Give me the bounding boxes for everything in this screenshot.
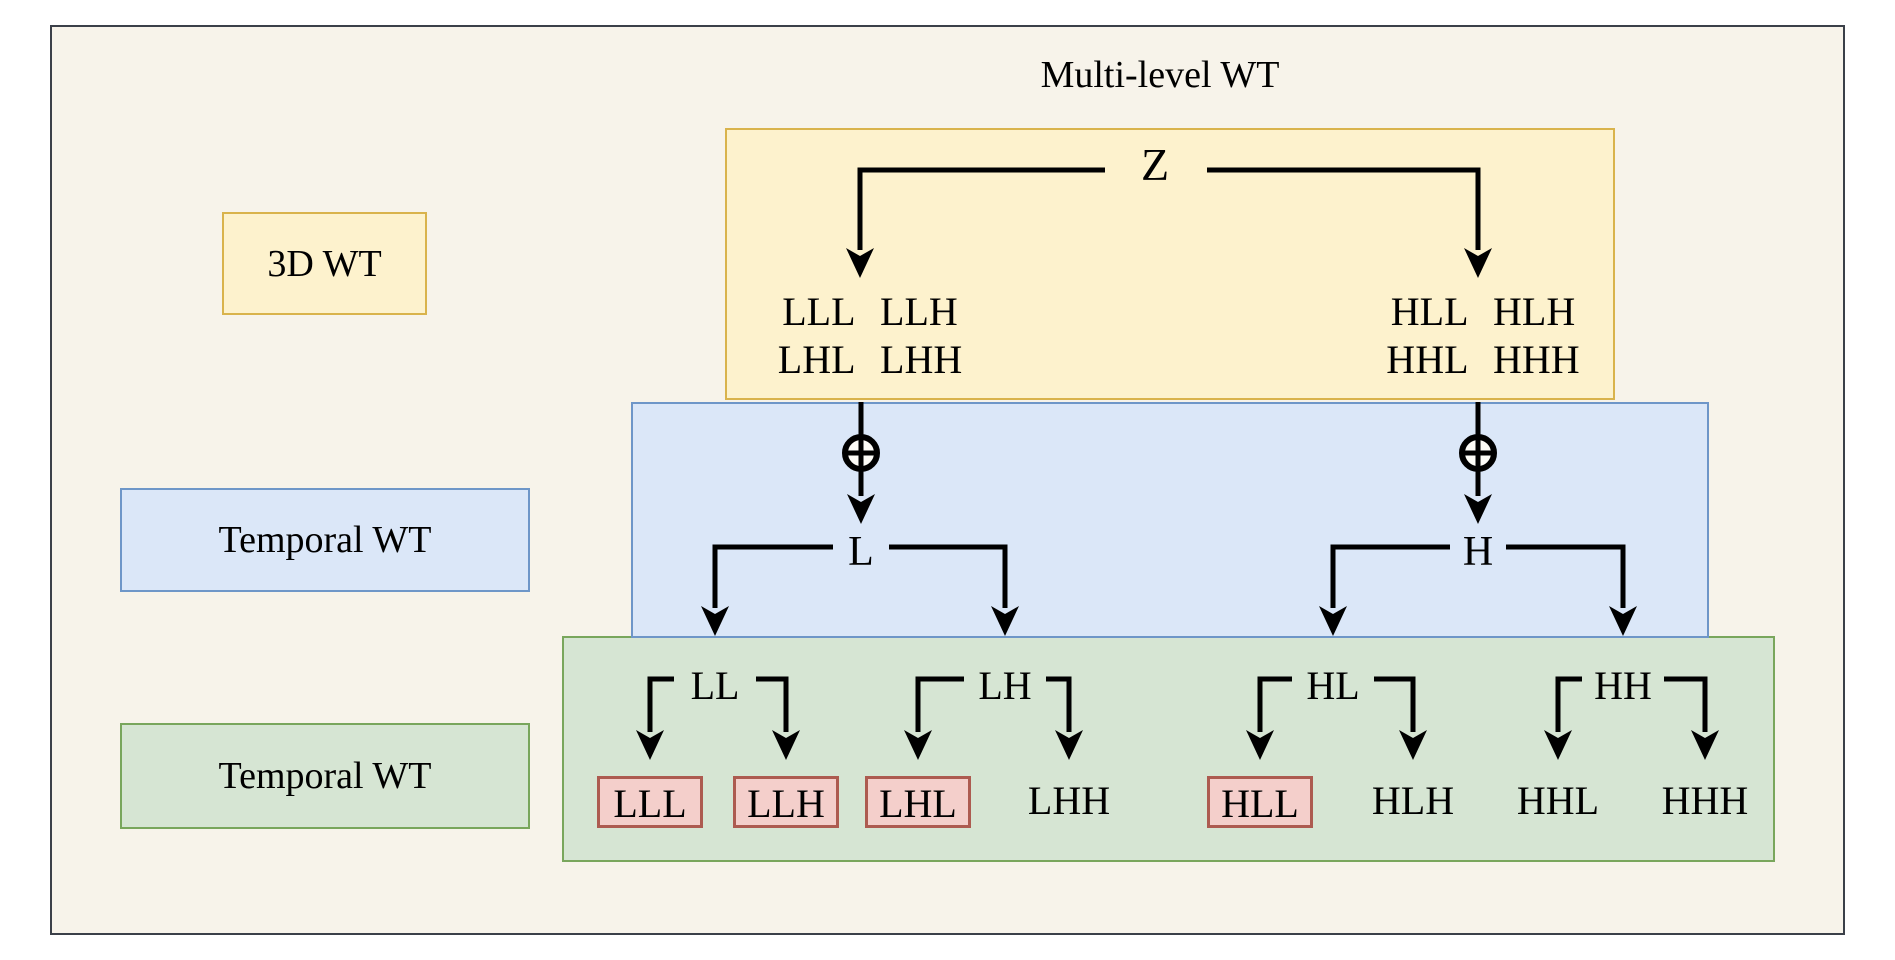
lh-branch [904,676,1083,760]
ll-branch [636,676,800,760]
legend-3d-wt: 3D WT [222,212,427,315]
node-h: H [1462,529,1494,575]
legend-temporal-wt-2: Temporal WT [120,723,530,829]
node-hl: HL [1306,663,1360,708]
leaf-hll: HLL [1207,776,1313,828]
subband-quad-right-line2: HHL HHH [1386,337,1580,382]
leaf-lhl: LHL [865,776,971,828]
leaf-llh: LLH [733,776,839,828]
leaf-lll: LLL [597,776,703,828]
subband-quad-left-line2: LHL LHH [777,337,963,382]
legend-temporal-wt-1-label: Temporal WT [218,519,432,561]
node-z: Z [1140,139,1170,190]
level-box-3d-wt [725,128,1615,400]
leaf-lhh: LHH [1027,778,1111,823]
legend-3d-wt-label: 3D WT [267,242,382,285]
node-l: L [848,529,874,575]
subband-quad-left-line1: LLL LLH [782,289,958,334]
root-branch-left [846,167,1105,278]
legend-temporal-wt-1: Temporal WT [120,488,530,592]
legend-temporal-wt-2-label: Temporal WT [218,755,432,797]
h-branch [1319,544,1637,636]
diagram-title: Multi-level WT [1040,54,1280,96]
leaf-hhh: HHH [1661,778,1749,823]
leaf-hhl: HHL [1516,778,1600,823]
node-hh: HH [1594,663,1652,708]
subband-quad-left: LLL LLH LHL LHH [778,288,962,384]
root-branch-right [1207,167,1492,278]
combine-right [1459,402,1497,524]
node-ll: LL [690,663,740,708]
subband-quad-right: HLL HLH HHL HHH [1386,288,1579,384]
combine-left [842,402,880,524]
level-box-temporal-wt-1 [631,402,1709,638]
l-branch [701,544,1019,636]
hh-branch [1544,676,1719,760]
node-lh: LH [978,663,1032,708]
leaf-hlh: HLH [1371,778,1455,823]
subband-quad-right-line1: HLL HLH [1390,289,1576,334]
hl-branch [1246,676,1427,760]
